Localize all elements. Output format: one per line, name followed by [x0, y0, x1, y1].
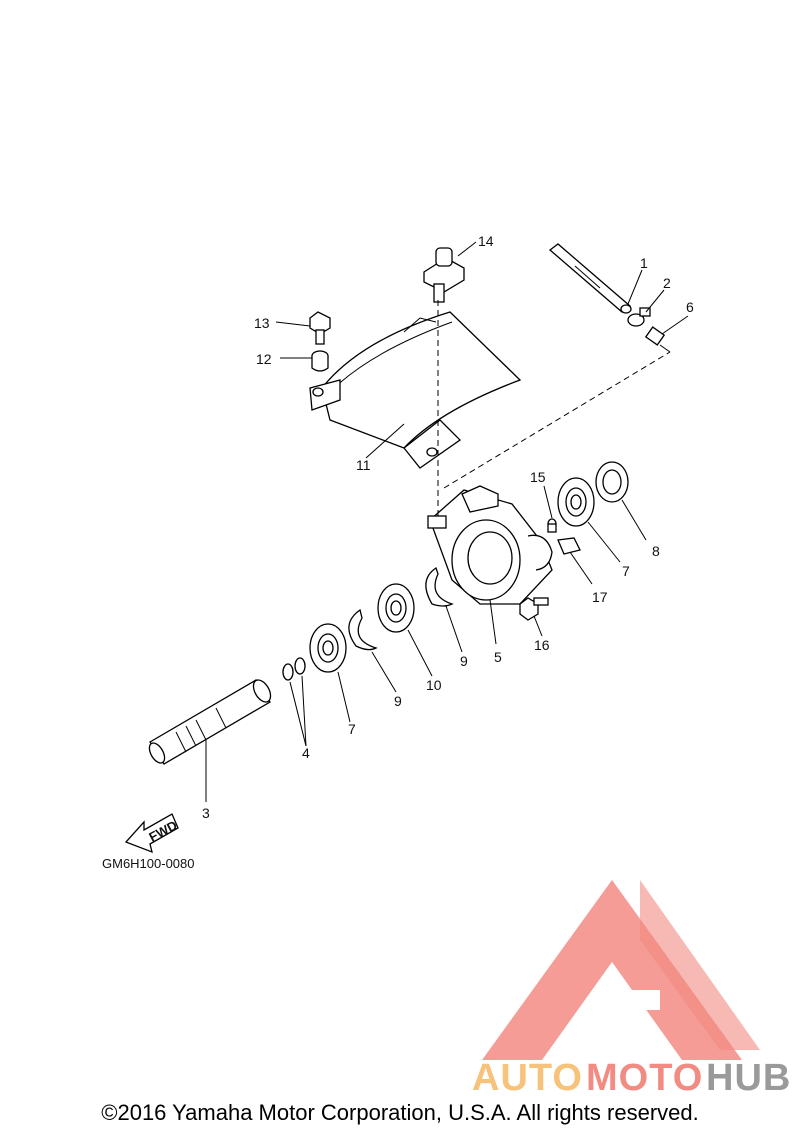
callout-7-upper: 7: [622, 563, 630, 579]
callout-13: 13: [254, 315, 270, 331]
part-4-orings: [282, 657, 306, 681]
part-3-shaft: [148, 679, 272, 765]
callout-10: 10: [426, 677, 442, 693]
part-2-clip: [627, 307, 651, 327]
callout-9-lower: 9: [394, 693, 402, 709]
watermark-logo: AUTO MOTO HUB: [472, 880, 791, 1099]
part-15-pin: [547, 518, 557, 533]
assembly-lines: [437, 300, 671, 516]
callout-5: 5: [494, 649, 502, 665]
part-10-bearing: [377, 583, 415, 633]
callout-2: 2: [663, 275, 671, 291]
part-7-bearing-lower: [309, 623, 347, 673]
callout-9-upper: 9: [460, 653, 468, 669]
callout-3: 3: [202, 805, 210, 821]
part-13-bolt: [309, 311, 331, 345]
callouts: 1 2 3 4 5 6 7 7 8 9 9 10 11 12 13 14 15 …: [202, 233, 694, 821]
callout-8: 8: [652, 543, 660, 559]
callout-6: 6: [686, 299, 694, 315]
fwd-arrow: FWD: [124, 813, 180, 854]
part-1-rod: [548, 243, 632, 314]
part-11-cover: [309, 311, 522, 469]
callout-15: 15: [530, 469, 546, 485]
part-14-mount: [423, 247, 465, 303]
copyright-notice: ©2016 Yamaha Motor Corporation, U.S.A. A…: [101, 1100, 699, 1125]
part-17-plate: [557, 537, 581, 555]
callout-11: 11: [356, 457, 371, 473]
diagram-code: GM6H100-0080: [102, 856, 195, 871]
leader-lines: [205, 241, 689, 802]
part-7-bearing-upper: [557, 477, 595, 527]
part-12-collar: [311, 350, 329, 372]
callout-7-lower: 7: [348, 721, 356, 737]
part-9-circlip-upper: [425, 566, 454, 607]
part-16-bolt: [519, 597, 549, 621]
part-8-seal: [595, 461, 629, 503]
watermark-hub: HUB: [706, 1057, 791, 1099]
fwd-label: FWD: [146, 817, 179, 844]
callout-16: 16: [534, 637, 550, 653]
callout-17: 17: [592, 589, 608, 605]
part-6-fitting: [644, 326, 671, 353]
watermark-auto: AUTO: [472, 1057, 583, 1099]
watermark-moto: MOTO: [586, 1057, 703, 1099]
part-5-housing: [427, 485, 553, 605]
part-9-circlip-lower: [348, 608, 378, 651]
callout-4: 4: [302, 745, 310, 761]
callout-1: 1: [640, 255, 648, 271]
callout-14: 14: [478, 233, 494, 249]
callout-12: 12: [256, 351, 272, 367]
